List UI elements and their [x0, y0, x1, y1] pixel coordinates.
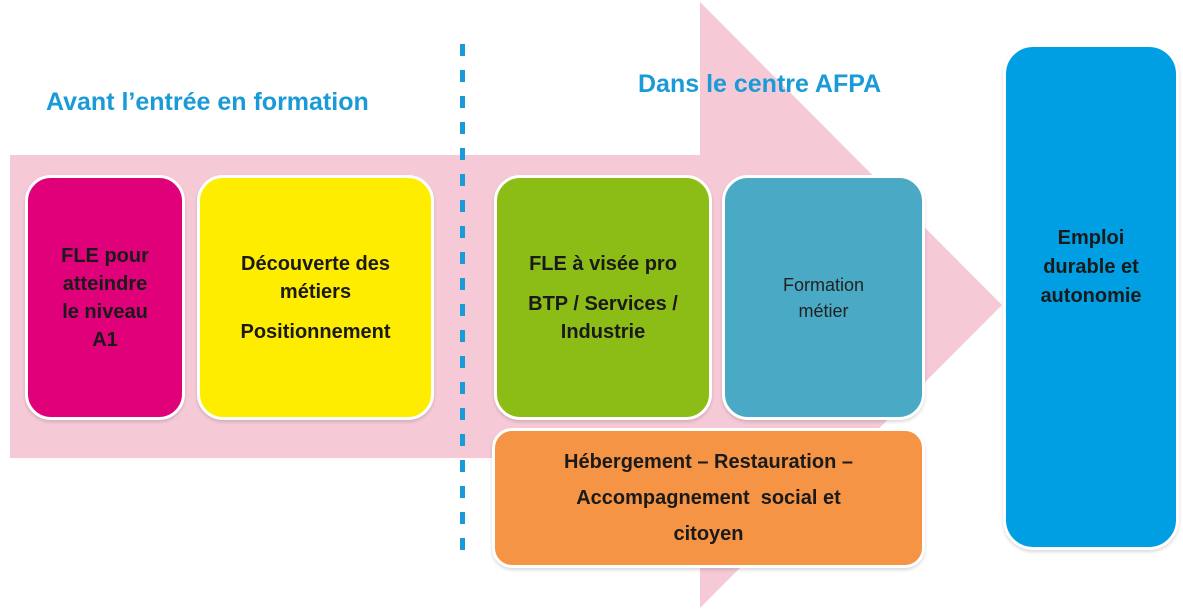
box-fle-line-1: FLE pour [61, 244, 149, 267]
box-decouverte-line-1: Découverte des [241, 252, 390, 275]
box-fle-line-4: A1 [92, 328, 118, 351]
box-hebergement-line-2: Accompagnement social et [576, 487, 841, 509]
box-hebergement-line-3: citoyen [673, 523, 744, 545]
box-formation-metier: Formation métier [722, 175, 925, 420]
box-formation-line-2: métier [798, 300, 849, 321]
dashed-divider [460, 44, 465, 552]
box-flepro-line-3: Industrie [560, 320, 646, 343]
box-fle-a1: FLE pour atteindre le niveau A1 [25, 175, 185, 420]
heading-in-center: Dans le centre AFPA [638, 70, 882, 98]
heading-before-training: Avant l’entrée en formation [46, 88, 369, 116]
box-emploi-line-3: autonomie [1040, 284, 1142, 307]
box-emploi-line-2: durable et [1043, 255, 1139, 278]
box-fle-line-2: atteindre [62, 272, 148, 295]
box-formation-line-1: Formation [782, 274, 865, 295]
box-fle-line-3: le niveau [62, 300, 148, 323]
box-flepro-line-1: FLE à visée pro [529, 252, 677, 275]
box-fle-pro: FLE à visée pro BTP / Services / Industr… [494, 175, 712, 420]
box-emploi-line-1: Emploi [1057, 226, 1125, 249]
box-flepro-line-2: BTP / Services / [528, 292, 678, 315]
box-emploi-durable: Emploi durable et autonomie [1003, 44, 1179, 550]
box-decouverte-line-2: métiers [279, 280, 352, 303]
box-hebergement-line-1: Hébergement – Restauration – [564, 451, 853, 473]
box-decouverte-metiers: Découverte des métiers Positionnement [197, 175, 434, 420]
box-hebergement: Hébergement – Restauration – Accompagnem… [492, 428, 925, 568]
box-decouverte-line-3: Positionnement [240, 320, 391, 343]
